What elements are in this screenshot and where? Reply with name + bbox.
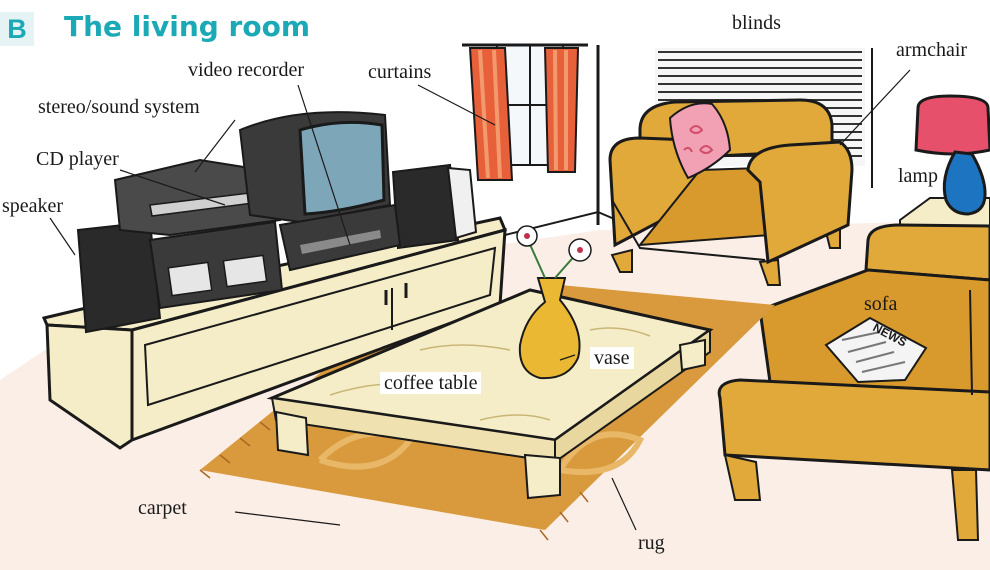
- page-title: The living room: [64, 10, 310, 43]
- label-vase: vase: [590, 347, 634, 369]
- speaker-right: [391, 163, 478, 250]
- vase: [518, 277, 581, 380]
- speaker-left: [76, 220, 162, 334]
- lamp: [914, 94, 990, 216]
- section-letter: B: [7, 14, 27, 44]
- label-rug: rug: [638, 532, 665, 554]
- video-recorder: [278, 203, 402, 272]
- label-speaker: speaker: [2, 195, 64, 217]
- label-armchair: armchair: [896, 39, 968, 61]
- curtains: [462, 43, 588, 181]
- stereo-system: [113, 158, 284, 310]
- flowers: [516, 225, 592, 279]
- television: [238, 111, 392, 224]
- label-video-recorder: video recorder: [188, 59, 305, 81]
- rug-fringe: [199, 421, 589, 541]
- leader-lines: [49, 69, 911, 531]
- section-badge: B: [0, 12, 34, 46]
- label-stereo: stereo/sound system: [38, 96, 200, 118]
- label-sofa: sofa: [864, 293, 898, 315]
- label-blinds: blinds: [732, 12, 781, 34]
- label-lamp: lamp: [898, 165, 938, 187]
- sofa: [717, 223, 990, 541]
- label-carpet: carpet: [138, 497, 187, 519]
- label-cd-player: CD player: [36, 148, 119, 170]
- armchair: [608, 98, 854, 286]
- label-curtains: curtains: [368, 61, 432, 83]
- label-coffee-table: coffee table: [380, 372, 482, 394]
